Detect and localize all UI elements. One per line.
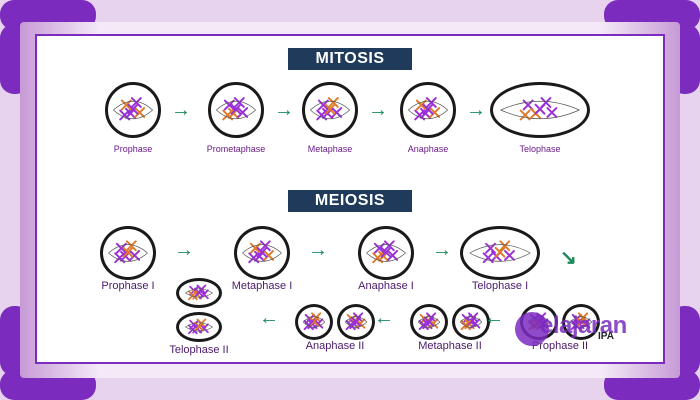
- meiosis-row1-label-1: Metaphase I: [231, 280, 293, 292]
- meiosis-turn-arrow-icon: ↘: [560, 247, 577, 269]
- meiosis-row2-cell-2a: [410, 304, 448, 340]
- meiosis-row1-arrow-icon-1: →: [308, 239, 328, 261]
- chromosome-drawing: [408, 97, 448, 121]
- meiosis-row2-label-3: Prophase II: [531, 340, 589, 352]
- chromosome-drawing: [500, 97, 580, 121]
- meiosis-title: MEIOSIS: [288, 190, 412, 212]
- chromosome-drawing: [417, 312, 441, 331]
- meiosis-row1-label-2: Anaphase I: [358, 280, 414, 292]
- chromosome-drawing: [216, 97, 256, 121]
- meiosis-row2-cell-1a: [295, 304, 333, 340]
- chromosome-drawing: [344, 312, 368, 331]
- mitosis-cell-0: [105, 82, 161, 138]
- chromosome-drawing: [185, 284, 213, 301]
- mitosis-arrow-icon-0: →: [171, 99, 191, 121]
- mitosis-cell-2: [302, 82, 358, 138]
- mitosis-label-1: Prometaphase: [206, 144, 266, 154]
- meiosis-row1-cell-2: [358, 226, 414, 280]
- meiosis-row1-cell-3: [460, 226, 540, 280]
- meiosis-row1-label-3: Telophase I: [471, 280, 529, 292]
- chromosome-drawing: [242, 240, 282, 264]
- chromosome-drawing: [310, 97, 350, 121]
- mitosis-arrow-icon-1: →: [274, 99, 294, 121]
- chromosome-drawing: [569, 312, 593, 331]
- chromosome-drawing: [366, 240, 406, 264]
- chromosome-drawing: [108, 240, 148, 264]
- chromosome-drawing: [113, 97, 153, 121]
- meiosis-row1-label-0: Prophase I: [101, 280, 155, 292]
- chromosome-drawing: [459, 312, 483, 331]
- chromosome-drawing: [469, 240, 531, 264]
- meiosis-row2-arrow-icon-2: ←: [374, 307, 394, 329]
- meiosis-row2-cell-0b: [176, 312, 222, 342]
- mitosis-label-3: Anaphase: [407, 144, 449, 154]
- meiosis-row1-arrow-icon-2: →: [432, 239, 452, 261]
- watermark-logo-icon: [515, 312, 549, 346]
- meiosis-row2-label-1: Anaphase II: [305, 340, 365, 352]
- mitosis-title: MITOSIS: [288, 48, 412, 70]
- meiosis-row2-cell-0a: [176, 278, 222, 308]
- meiosis-row2-label-0: Telophase II: [169, 344, 229, 356]
- mitosis-arrow-icon-2: →: [368, 99, 388, 121]
- mitosis-label-2: Metaphase: [307, 144, 353, 154]
- mitosis-label-0: Prophase: [113, 144, 153, 154]
- meiosis-row1-cell-0: [100, 226, 156, 280]
- chromosome-drawing: [302, 312, 326, 331]
- meiosis-row2-arrow-icon-3: ←: [484, 307, 504, 329]
- mitosis-cell-4: [490, 82, 590, 138]
- meiosis-row2-arrow-icon-1: ←: [259, 307, 279, 329]
- mitosis-arrow-icon-3: →: [466, 99, 486, 121]
- watermark-text: elajaran: [540, 312, 627, 339]
- watermark-sub: IPA: [598, 331, 614, 342]
- chromosome-drawing: [185, 318, 213, 335]
- meiosis-row2-cell-3b: [562, 304, 600, 340]
- mitosis-cell-3: [400, 82, 456, 138]
- meiosis-row2-cell-1b: [337, 304, 375, 340]
- meiosis-row1-arrow-icon-0: →: [174, 239, 194, 261]
- meiosis-row2-cell-2b: [452, 304, 490, 340]
- mitosis-cell-1: [208, 82, 264, 138]
- mitosis-label-4: Telophase: [519, 144, 561, 154]
- meiosis-row2-label-2: Metaphase II: [418, 340, 482, 352]
- meiosis-row1-cell-1: [234, 226, 290, 280]
